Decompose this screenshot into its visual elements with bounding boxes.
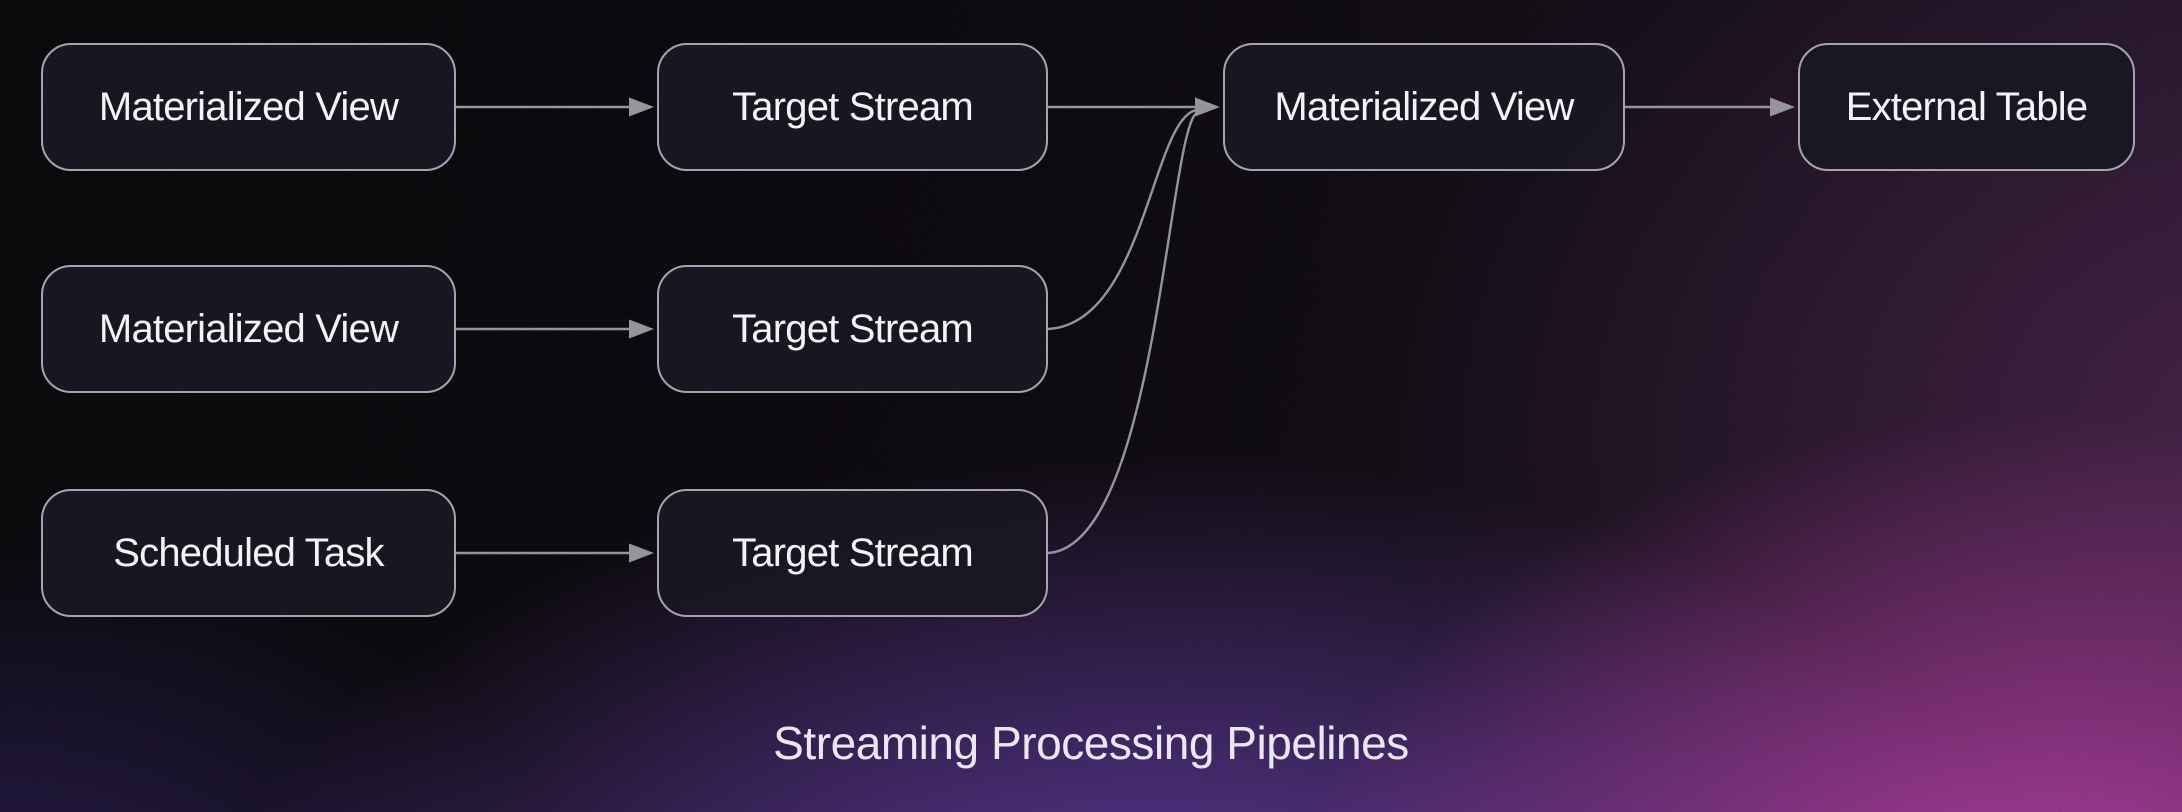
- node-target-stream-2: Target Stream: [657, 265, 1048, 393]
- node-label: Target Stream: [732, 306, 974, 351]
- node-scheduled-task: Scheduled Task: [41, 489, 456, 617]
- arrowhead-into-mv3: [1195, 97, 1220, 117]
- node-label: Materialized View: [98, 84, 399, 129]
- node-target-stream-3: Target Stream: [657, 489, 1048, 617]
- arrowhead-into-ts3: [629, 543, 654, 563]
- edge-ts2-to-mv3: [1046, 108, 1199, 331]
- node-label: Target Stream: [732, 84, 974, 129]
- node-external-table: External Table: [1798, 43, 2135, 171]
- diagram-caption: Streaming Processing Pipelines: [773, 717, 1409, 769]
- arrowhead-into-ts2: [629, 319, 654, 339]
- arrowhead-into-ts1: [629, 97, 654, 117]
- edge-ts3-to-mv3: [1046, 110, 1200, 555]
- node-materialized-view-3: Materialized View: [1223, 43, 1625, 171]
- node-target-stream-1: Target Stream: [657, 43, 1048, 171]
- node-materialized-view-1: Materialized View: [41, 43, 456, 171]
- node-label: Materialized View: [98, 306, 399, 351]
- node-label: Materialized View: [1274, 84, 1574, 129]
- arrowhead-into-external-table: [1770, 97, 1795, 117]
- node-label: Scheduled Task: [113, 530, 384, 575]
- node-label: Target Stream: [732, 530, 974, 575]
- node-label: External Table: [1845, 84, 2088, 129]
- node-materialized-view-2: Materialized View: [41, 265, 456, 393]
